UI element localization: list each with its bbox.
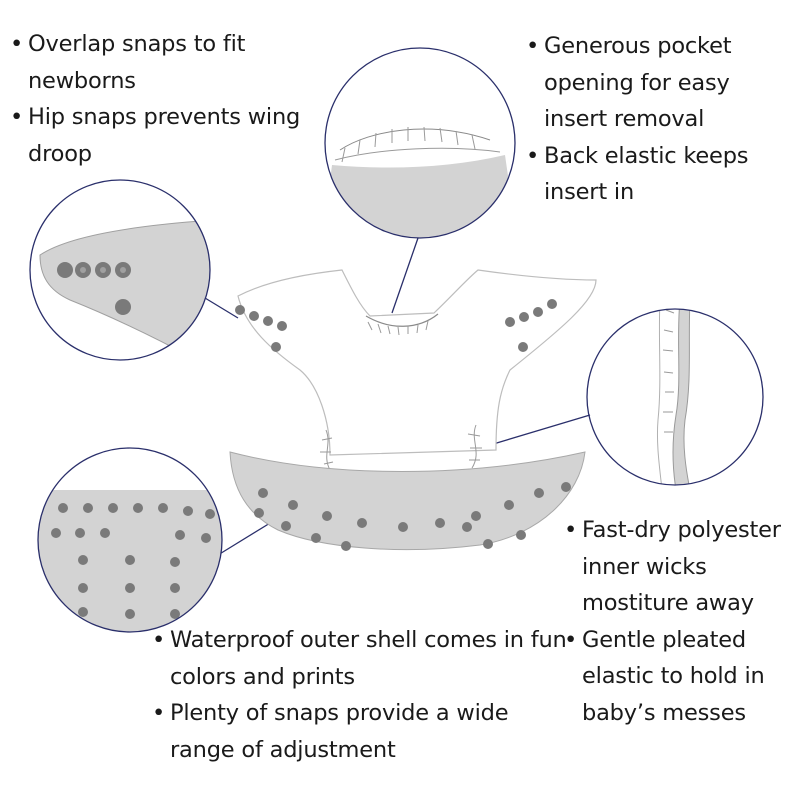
callout-item: Plenty of snaps provide a wide range of …: [148, 695, 568, 768]
wing-snaps-right: [505, 299, 557, 352]
front-panel: [229, 451, 586, 551]
callout-top-left: Overlap snaps to fit newborns Hip snaps …: [6, 26, 336, 172]
zoom-pleated-elastic: [586, 308, 764, 486]
callout-bottom: Waterproof outer shell comes in fun colo…: [148, 622, 568, 768]
wing-snaps-left: [235, 305, 287, 352]
callout-item: Generous pocket opening for easy insert …: [522, 28, 792, 138]
callout-item: Waterproof outer shell comes in fun colo…: [148, 622, 568, 695]
callout-item: Fast-dry polyester inner wicks mostiture…: [560, 512, 795, 622]
callout-item: Overlap snaps to fit newborns: [6, 26, 336, 99]
leader-lines: [204, 237, 591, 556]
zoom-front-snaps: [37, 447, 223, 633]
zoom-hip-snaps: [29, 179, 211, 361]
zoom-pocket-opening: [324, 47, 516, 239]
diaper-body: [237, 269, 597, 471]
callout-top-right: Generous pocket opening for easy insert …: [522, 28, 792, 211]
callout-item: Back elastic keeps insert in: [522, 138, 792, 211]
callout-item: Hip snaps prevents wing droop: [6, 99, 336, 172]
